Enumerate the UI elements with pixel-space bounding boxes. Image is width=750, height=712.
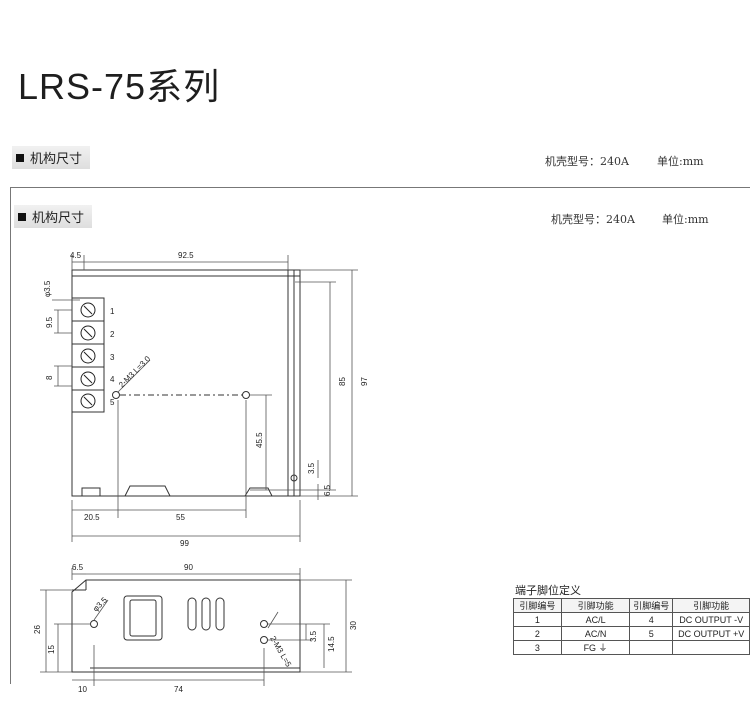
terminal-number: 3 bbox=[110, 353, 115, 362]
case-number: 机壳型号：240A bbox=[551, 213, 635, 226]
side-dim-height-low: 15 bbox=[47, 645, 56, 654]
table-row: 1 AC/L 4 DC OUTPUT -V bbox=[513, 612, 750, 627]
dim-terminal-pitch: 8 bbox=[45, 375, 54, 380]
side-dim-left-offset: 6.5 bbox=[72, 563, 84, 572]
vent-slot bbox=[187, 597, 197, 631]
pin-number: 2 bbox=[513, 626, 562, 641]
drawing-frame bbox=[10, 187, 750, 684]
table-row: 2 AC/N 5 DC OUTPUT +V bbox=[513, 626, 750, 641]
dim-top-margin: 4.5 bbox=[70, 251, 82, 260]
side-dim-height-left: 26 bbox=[33, 625, 42, 634]
pin-table-header: 引脚编号 bbox=[629, 598, 674, 613]
pin-number: 3 bbox=[513, 640, 562, 655]
square-bullet-icon bbox=[16, 153, 24, 162]
vent-slot bbox=[215, 597, 225, 631]
section-label-top: 机构尺寸 bbox=[12, 146, 91, 169]
side-window bbox=[123, 595, 163, 641]
side-dim-right-small: 3.5 bbox=[309, 630, 318, 642]
pin-function: DC OUTPUT +V bbox=[672, 626, 750, 641]
dim-hole-dia: φ3.5 bbox=[43, 280, 52, 297]
side-dim-right-mid: 14.5 bbox=[327, 636, 336, 652]
side-dim-bottom-mid: 74 bbox=[174, 685, 183, 694]
dim-right-small-a: 3.5 bbox=[307, 462, 316, 474]
dim-bottom-total: 99 bbox=[180, 539, 189, 548]
pin-number: 4 bbox=[629, 612, 674, 627]
page-title: LRS-75系列 bbox=[18, 66, 221, 107]
pin-table-header: 引脚功能 bbox=[560, 598, 631, 613]
dim-pitch: 9.5 bbox=[45, 316, 54, 328]
pin-table-caption: 端子脚位定义 bbox=[515, 584, 581, 597]
pin-function: DC OUTPUT -V bbox=[672, 612, 750, 627]
mounting-hole bbox=[260, 636, 268, 644]
pin-function: AC/N bbox=[560, 626, 631, 641]
section-label-text: 机构尺寸 bbox=[32, 211, 85, 226]
terminal-number: 4 bbox=[110, 375, 115, 384]
dim-bottom-left: 20.5 bbox=[84, 513, 100, 522]
dim-bottom-mid: 55 bbox=[176, 513, 185, 522]
side-dim-width: 90 bbox=[184, 563, 193, 572]
mounting-hole bbox=[112, 391, 120, 399]
pin-number: 5 bbox=[629, 626, 674, 641]
pin-table-header-row: 引脚编号 引脚功能 引脚编号 引脚功能 bbox=[513, 598, 750, 613]
unit: 单位:mm bbox=[662, 213, 709, 226]
pin-table-header: 引脚功能 bbox=[672, 598, 750, 613]
pin-number bbox=[629, 640, 674, 655]
pin-number: 1 bbox=[513, 612, 562, 627]
mounting-hole bbox=[290, 474, 298, 482]
terminal-number: 5 bbox=[110, 398, 115, 407]
mounting-hole bbox=[260, 620, 268, 628]
terminal-number: 1 bbox=[110, 307, 115, 316]
terminal-number: 2 bbox=[110, 330, 115, 339]
side-chassis-outline bbox=[71, 579, 301, 673]
pin-table-header: 引脚编号 bbox=[513, 598, 562, 613]
pin-table: 引脚编号 引脚功能 引脚编号 引脚功能 1 AC/L 4 DC OUTPUT -… bbox=[513, 598, 750, 655]
section-label-text: 机构尺寸 bbox=[30, 152, 83, 167]
mounting-hole bbox=[242, 391, 250, 399]
square-bullet-icon bbox=[18, 212, 26, 221]
dim-right-small-b: 6.5 bbox=[323, 484, 332, 496]
mounting-hole bbox=[90, 620, 98, 628]
table-row: 3 FG ⏚ bbox=[513, 640, 750, 655]
pin-function: FG ⏚ bbox=[560, 640, 631, 655]
side-dim-height-total: 30 bbox=[349, 621, 358, 630]
side-dim-bottom-left: 10 bbox=[78, 685, 87, 694]
dim-h-inner: 85 bbox=[338, 377, 347, 386]
unit-top: 单位:mm bbox=[657, 155, 704, 168]
case-number-top: 机壳型号：240A bbox=[545, 155, 629, 168]
pin-function bbox=[672, 640, 750, 655]
terminal-block bbox=[71, 297, 105, 413]
dim-h-mid: 45.5 bbox=[255, 432, 264, 448]
section-label-main: 机构尺寸 bbox=[14, 205, 93, 228]
pin-function: AC/L bbox=[560, 612, 631, 627]
vent-slot bbox=[201, 597, 211, 631]
dim-h-total: 97 bbox=[360, 377, 369, 386]
dim-top-width: 92.5 bbox=[178, 251, 194, 260]
